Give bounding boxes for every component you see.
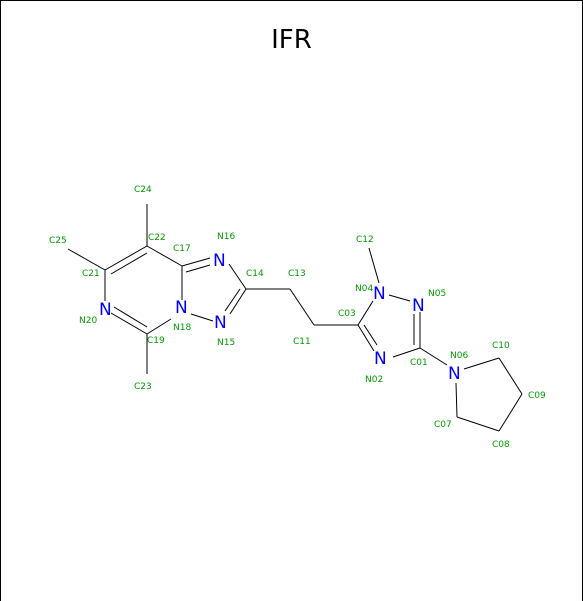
atom-label-n05: N05 xyxy=(428,289,446,299)
bond-n02-c03-inner xyxy=(363,324,378,346)
atom-label-n06: N06 xyxy=(450,351,468,361)
bond-c07-n06 xyxy=(455,382,458,418)
atom-label-c23: C23 xyxy=(134,382,152,392)
bond-c03-n04 xyxy=(357,300,374,326)
bond-c21-c25 xyxy=(67,248,106,271)
bond-n04-n05 xyxy=(388,294,411,302)
bond-c08-c07 xyxy=(456,416,500,432)
bond-n04-c12 xyxy=(368,247,380,284)
atom-n04-symbol: N xyxy=(373,284,386,304)
atom-label-n18: N18 xyxy=(173,323,191,333)
atom-label-c10: C10 xyxy=(492,341,510,351)
atom-label-c24: C24 xyxy=(134,185,152,195)
bond-n16-c14 xyxy=(228,263,247,290)
bond-c13-c11 xyxy=(289,288,315,326)
bond-n15-n18 xyxy=(190,313,214,322)
atom-label-c03: C03 xyxy=(338,309,356,319)
bond-c14-n15-inner xyxy=(224,288,241,312)
bond-n02-c03 xyxy=(357,324,375,352)
atom-n05-symbol: N xyxy=(412,296,425,316)
atom-label-c08: C08 xyxy=(492,440,510,450)
bond-c09-c08 xyxy=(498,393,523,432)
atom-label-c17: C17 xyxy=(173,244,191,254)
atom-label-c21: C21 xyxy=(82,269,100,279)
bond-n20-c19 xyxy=(110,312,148,335)
atom-label-c11: C11 xyxy=(293,337,311,347)
atom-label-c19: C19 xyxy=(147,336,165,346)
bond-c17-n16-inner xyxy=(185,264,211,273)
bond-c19-n18 xyxy=(146,318,172,335)
bond-c17-c22 xyxy=(146,245,183,267)
bond-c01-n02 xyxy=(392,347,421,358)
bond-c14-n15 xyxy=(229,288,247,315)
bond-layer xyxy=(67,204,523,432)
bond-n20-c19-inner xyxy=(113,306,148,328)
atom-label-c07: C07 xyxy=(434,420,452,430)
atom-label-c09: C09 xyxy=(528,391,546,401)
atom-label-c12: C12 xyxy=(356,235,374,245)
atom-label-n04: N04 xyxy=(355,284,373,294)
atom-n20-symbol: N xyxy=(99,300,112,320)
bond-c01-n06 xyxy=(419,347,448,366)
bond-c17-n16 xyxy=(181,257,211,267)
atom-label-n15: N15 xyxy=(217,338,235,348)
nitrogen-symbols: N N N N N N N N xyxy=(99,251,461,384)
atom-label-n20: N20 xyxy=(79,316,97,326)
atom-label-n16: N16 xyxy=(217,232,235,242)
atom-label-c13: C13 xyxy=(288,269,306,279)
atom-label-c25: C25 xyxy=(49,236,67,246)
atom-label-c01: C01 xyxy=(410,358,428,368)
atom-labels: C24 C22 C25 N16 C17 C14 C13 C12 C21 N04 … xyxy=(49,185,546,450)
atom-label-c22: C22 xyxy=(148,233,166,243)
diagram-title: IFR xyxy=(271,25,312,55)
atom-n16-symbol: N xyxy=(213,251,226,271)
bond-c22-c21-inner xyxy=(110,252,148,275)
atom-n02-symbol: N xyxy=(374,349,387,369)
atom-label-n02: N02 xyxy=(365,375,383,385)
atom-label-c14: C14 xyxy=(246,269,264,279)
bond-c10-c09 xyxy=(498,357,523,395)
atom-n06-symbol: N xyxy=(448,364,461,384)
molecule-structure: N N N N N N N N C24 C22 C25 N16 C17 C14 … xyxy=(49,185,546,450)
atom-n18-symbol: N xyxy=(175,298,188,318)
bond-n06-c10 xyxy=(463,357,500,370)
atom-n15-symbol: N xyxy=(214,313,227,333)
bond-c22-c21 xyxy=(104,245,148,271)
